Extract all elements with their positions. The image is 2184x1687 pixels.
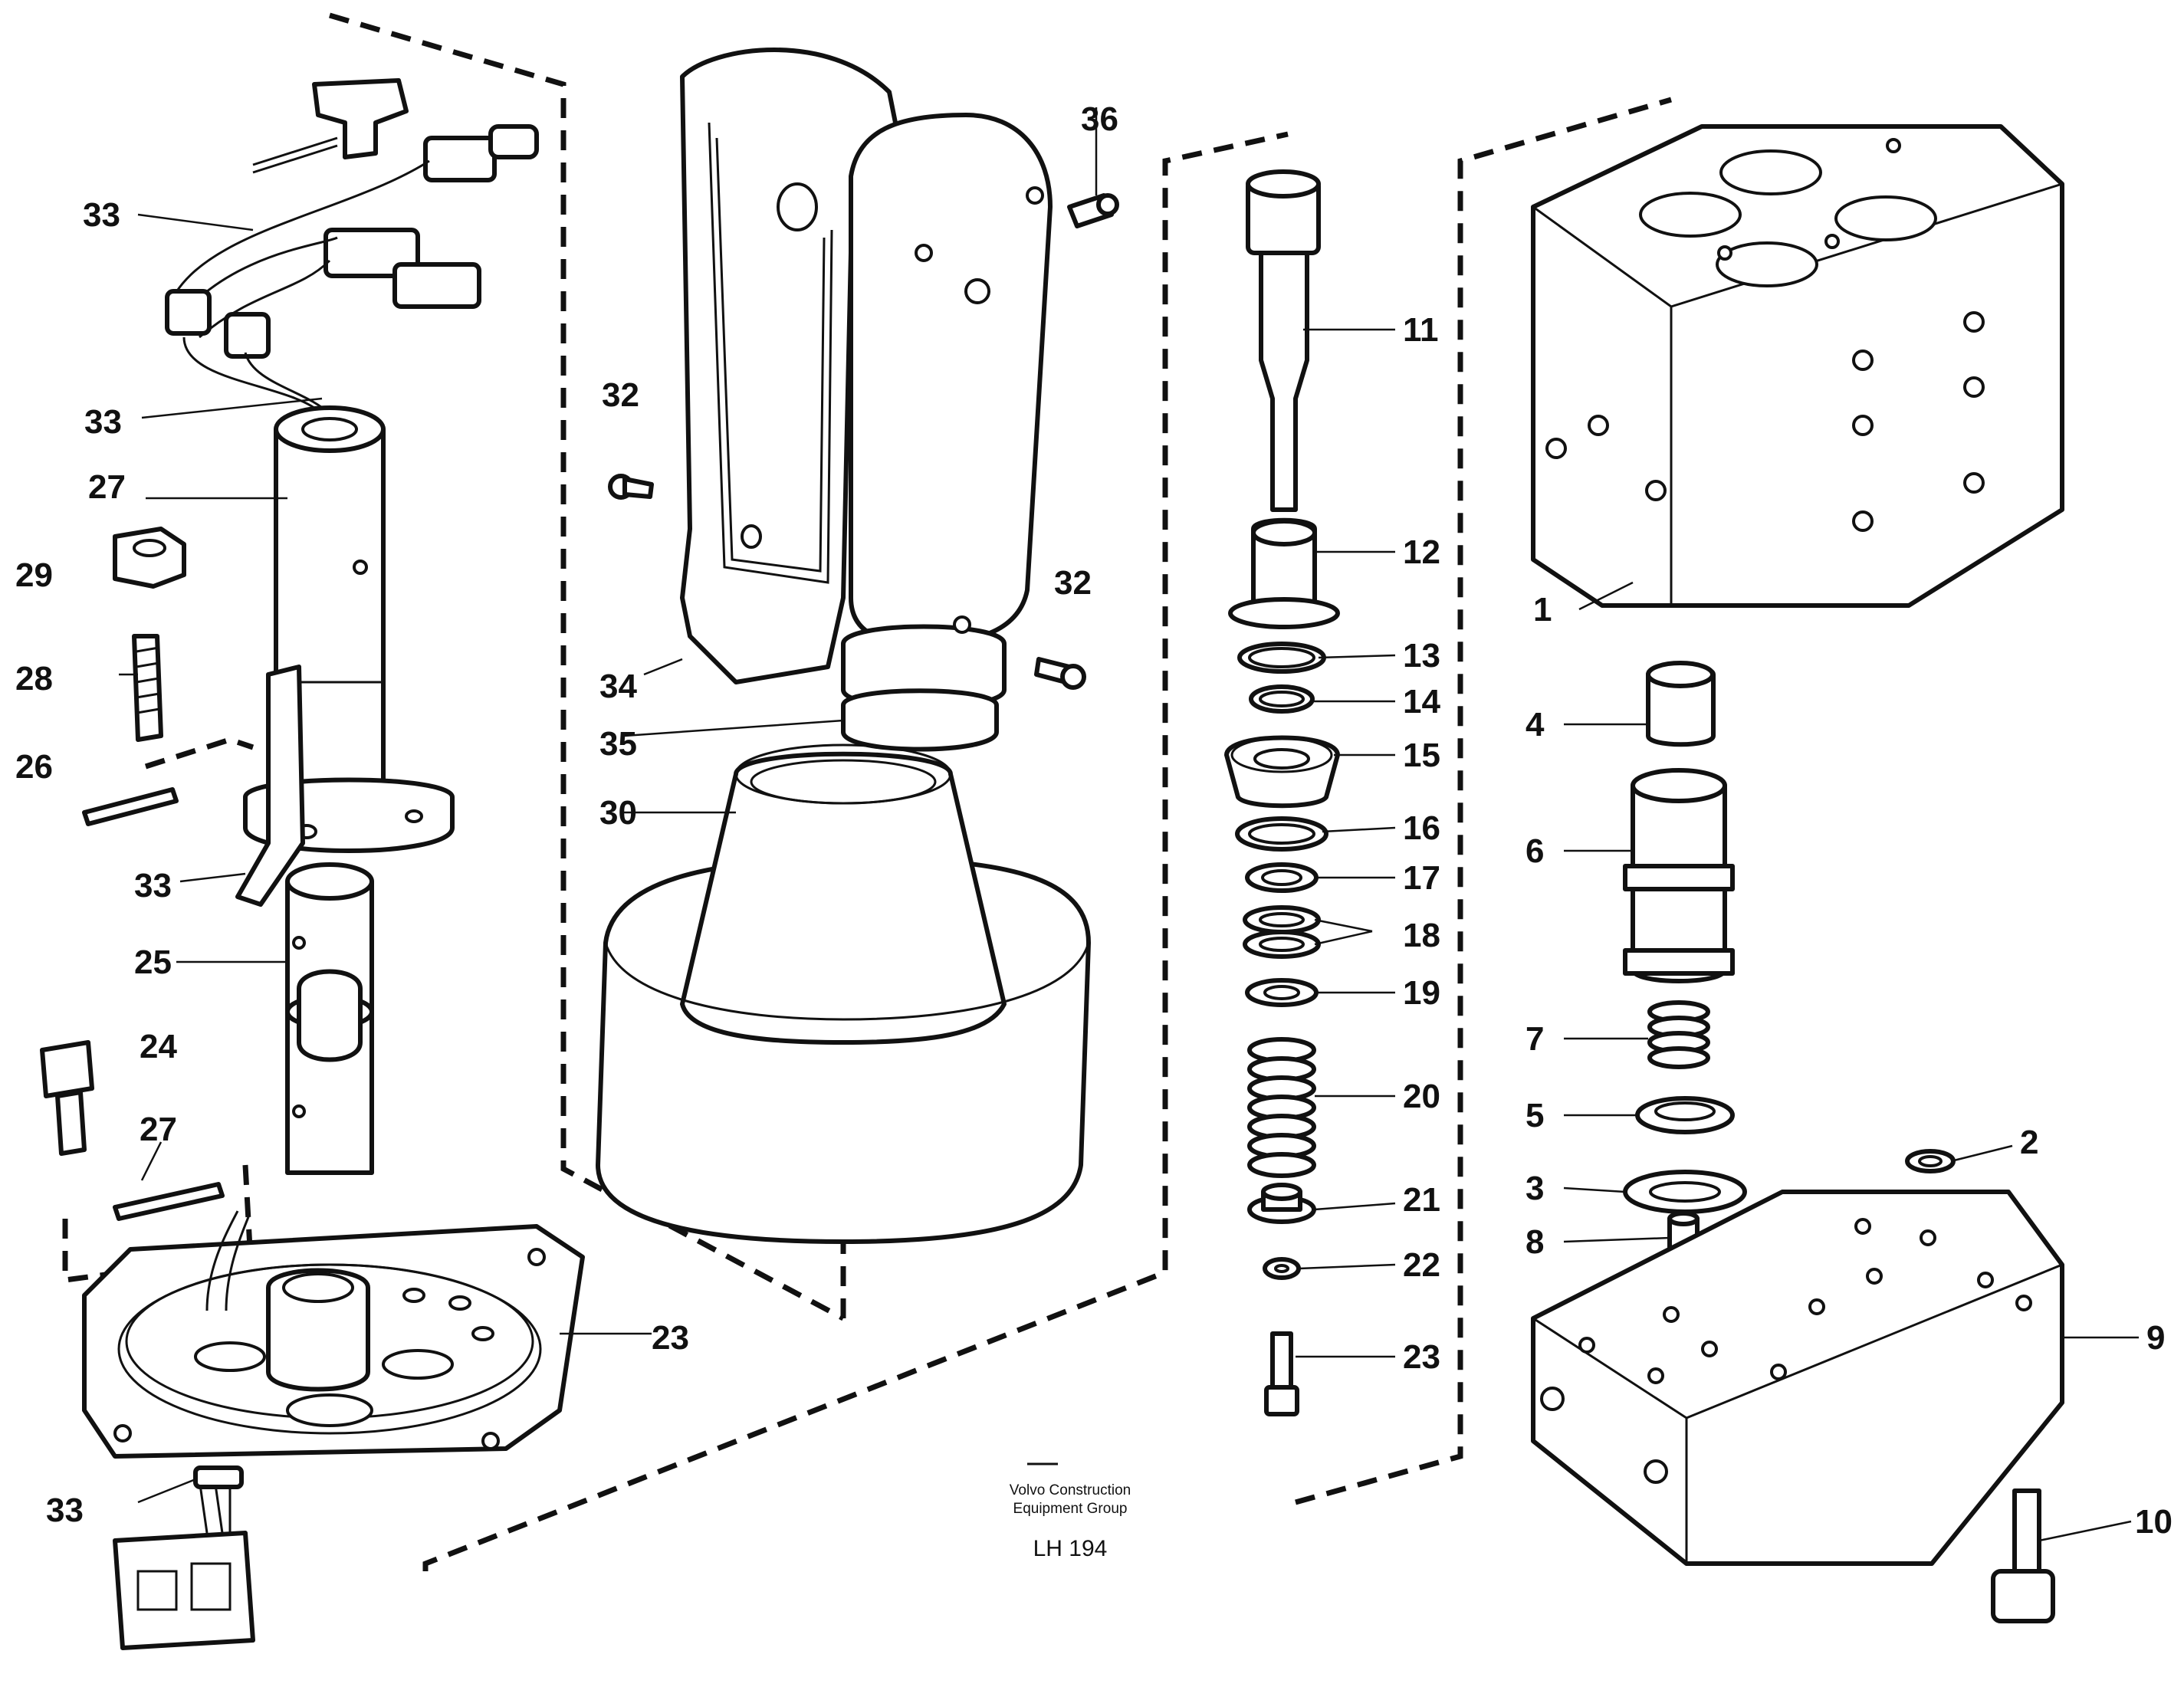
callout-15: 15 [1403,737,1440,774]
footer: Volvo Construction Equipment Group LH 19… [1010,1462,1131,1561]
callout-19: 19 [1403,974,1440,1012]
valve-block-1 [1531,124,2064,608]
callout-5: 5 [1526,1097,1544,1134]
callout-21: 21 [1403,1181,1440,1219]
callout-8: 8 [1526,1223,1544,1261]
boot-31 [596,743,1091,1244]
callout-20: 20 [1403,1078,1440,1115]
callout-32-left: 32 [602,376,639,414]
callout-1: 1 [1533,591,1552,629]
universal-joint-26 [285,862,374,1175]
handle-shell-34 [680,48,899,684]
callout-11: 11 [1403,311,1439,349]
footer-company-line2: Equipment Group [1013,1501,1128,1517]
callout-26: 25 [134,944,172,981]
callout-2: 2 [2020,1124,2038,1161]
pin-27-lower [113,1182,225,1221]
shaft-housing-28 [235,405,455,907]
switch-part-37 [165,124,539,415]
callout-14: 14 [1403,683,1440,720]
callout-25: 24 [140,1028,177,1065]
handle-grip-35 [841,113,1053,752]
screw-25 [40,1040,94,1156]
valve-spool-parts [1623,661,2055,1623]
callout-10: 10 [2135,1503,2173,1541]
callout-34: 34 [599,668,637,705]
callout-3: 3 [1526,1170,1544,1207]
base-plate-24 [82,1210,585,1459]
leader-lines [119,107,2139,1542]
knob-part [252,78,409,174]
footer-drawing-code: LH 194 [1033,1536,1108,1561]
callout-7: 7 [1526,1020,1544,1058]
callout-36: 36 [1081,100,1118,138]
callout-27-upper: 26 [15,748,53,786]
callout-23: 23 [1403,1338,1440,1376]
callout-29: 28 [15,660,53,697]
callout-6: 6 [1526,832,1544,870]
callout-33-bottom: 33 [46,1492,84,1529]
callout-13: 13 [1403,637,1440,674]
callout-27-lower: 27 [140,1111,177,1148]
callout-labels: 33 33 27 29 28 26 33 25 24 27 23 33 32 3… [15,100,2173,1541]
callout-4: 4 [1526,706,1545,743]
valve-stack [1224,169,1340,1416]
connector-33 [113,1465,255,1650]
valve-base-9 [1531,1190,2064,1566]
callout-32-right: 32 [1054,564,1092,602]
callout-16: 16 [1403,809,1440,847]
screw-32-left [608,474,654,500]
callout-17: 17 [1403,859,1440,897]
callout-33-top: 33 [84,403,122,441]
callout-9: 9 [2146,1319,2165,1357]
screw-29 [132,634,163,742]
footer-company-line1: Volvo Construction [1010,1482,1131,1498]
callout-37: 33 [83,196,120,234]
callout-35: 35 [599,725,637,763]
callout-24: 23 [652,1319,689,1357]
callout-33-mid: 33 [134,867,172,904]
callout-28: 27 [88,468,126,506]
screw-36 [1067,193,1119,228]
callout-31: 30 [599,794,637,832]
pin-27-upper [82,787,179,826]
callout-22: 22 [1403,1246,1440,1284]
screw-32-right [1034,657,1086,690]
callout-18: 18 [1403,917,1440,954]
callout-12: 12 [1403,533,1440,571]
callout-30: 29 [15,556,53,594]
nut-30 [113,527,186,589]
